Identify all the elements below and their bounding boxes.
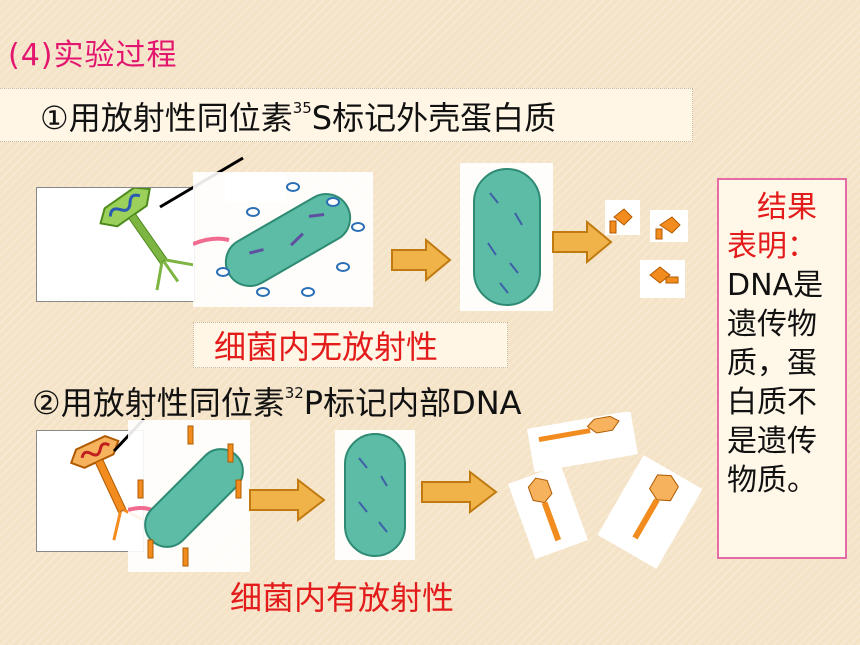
isotope-32: 32	[284, 384, 304, 402]
bacterium-infected-green	[193, 172, 373, 307]
progeny-phages-2	[500, 412, 710, 572]
slide-title: (4)实验过程	[8, 38, 178, 73]
result1-box	[193, 322, 508, 368]
bacterium-green-1	[460, 163, 553, 311]
bacterium-infected-orange	[128, 420, 250, 572]
conclusion-body: DNA是遗传物质，蛋白质不是遗传物质。	[727, 268, 824, 498]
conclusion-heading: 结果表明：	[727, 190, 817, 264]
result1-text: 细菌内无放射性	[214, 328, 439, 366]
progeny-phages-1	[600, 195, 690, 300]
step1-box: ①用放射性同位素35S标记外壳蛋白质	[0, 88, 693, 142]
isotope-35: 35	[292, 99, 312, 117]
conclusion-box: 结果表明： DNA是遗传物质，蛋白质不是遗传物质。	[717, 178, 847, 559]
phage-orange-image	[36, 430, 144, 552]
step2-heading: ②用放射性同位素32P标记内部DNA	[32, 384, 522, 422]
arrow-1a	[390, 238, 452, 282]
phage-green-image	[36, 187, 195, 302]
arrow-2b	[420, 470, 500, 514]
arrow-2a	[248, 478, 328, 522]
arrow-1b	[551, 220, 613, 264]
step1-heading: ①用放射性同位素35S标记外壳蛋白质	[40, 99, 557, 137]
bacterium-green-2	[335, 430, 415, 560]
result2-text: 细菌内有放射性	[230, 579, 455, 617]
